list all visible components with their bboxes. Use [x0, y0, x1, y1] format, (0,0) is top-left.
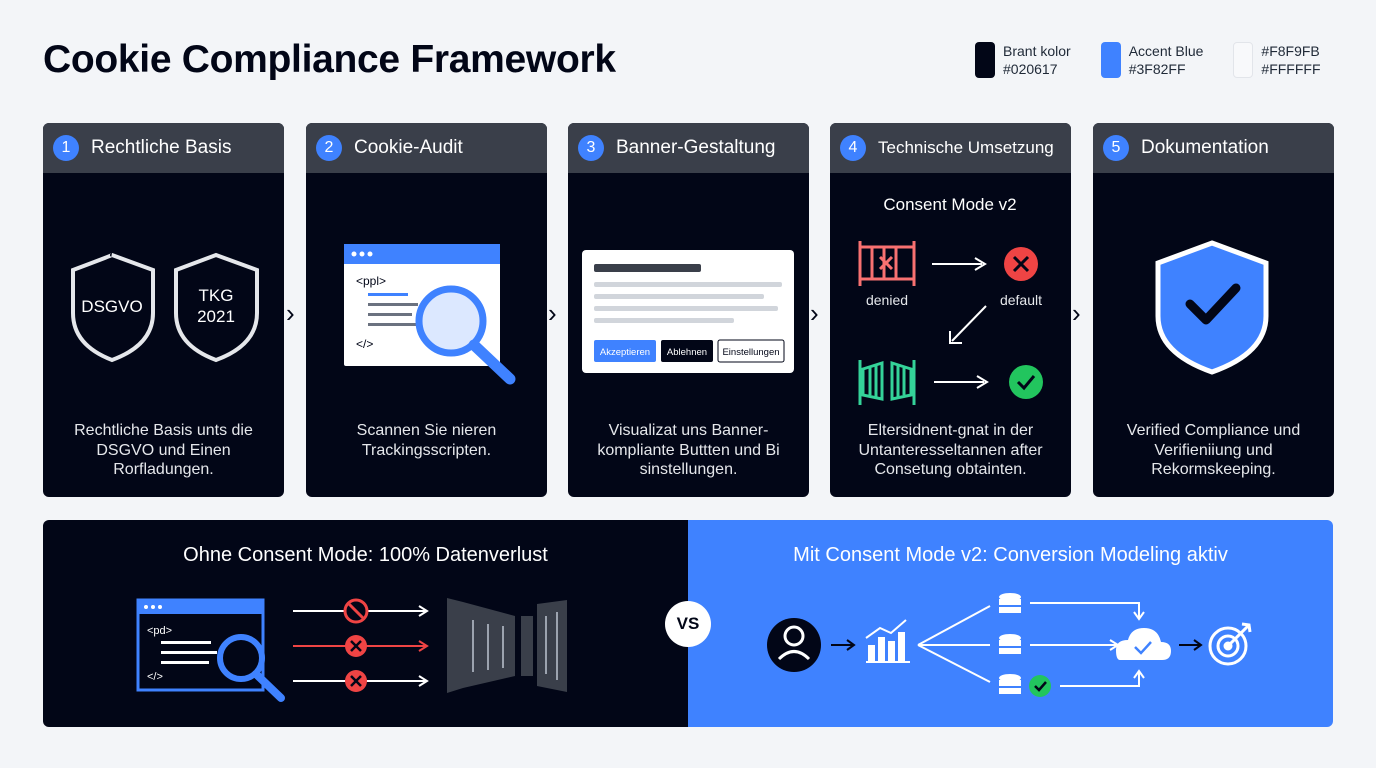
chart-icon	[865, 619, 910, 663]
reject-button-label: Ablehnen	[667, 347, 707, 358]
tkg-label: TKG	[199, 286, 234, 305]
user-icon	[767, 618, 821, 672]
step-number: 4	[840, 135, 866, 161]
dsgvo-label: DSGVO	[81, 297, 142, 316]
reject-button	[661, 340, 713, 362]
step-number: 1	[53, 135, 79, 161]
swatch-brand-chip	[975, 42, 995, 78]
comparison-panel: Ohne Consent Mode: 100% Datenverlust <pd…	[43, 520, 1333, 727]
step-title: Technische Umsetzung	[878, 138, 1054, 157]
step-header: 5 Dokumentation	[1093, 123, 1334, 173]
step-card-audit: 2 Cookie-Audit <ppl> </> Scannen Sie nie…	[306, 123, 547, 497]
chevron-right-icon: ›	[548, 298, 557, 328]
shields-illustration: DSGVO TKG 2021	[71, 252, 259, 363]
swatch-brand-name: Brant kolor	[1003, 43, 1071, 59]
step-description: Verified Compliance und Verifieniiung un…	[1126, 422, 1301, 478]
swatch-brand-hex: #020617	[1003, 61, 1058, 77]
chevron-right-icon: ›	[1072, 298, 1081, 328]
code-open-tag: <pd>	[147, 625, 172, 637]
step-header: 2 Cookie-Audit	[306, 123, 547, 173]
code-close-tag: </>	[356, 337, 373, 351]
swatch-accent: Accent Blue #3F82FF	[1100, 42, 1204, 78]
step-header: 1 Rechtliche Basis	[43, 123, 284, 173]
without-consent-title: Ohne Consent Mode: 100% Datenverlust	[183, 544, 548, 566]
code-close-tag: </>	[147, 671, 163, 683]
check-shield-icon	[1155, 240, 1269, 375]
swatch-brand: Brant kolor #020617	[975, 42, 1071, 78]
chevron-right-icon: ›	[810, 298, 819, 328]
swatch-light-chip	[1233, 42, 1254, 78]
color-legend: Brant kolor #020617 Accent Blue #3F82FF …	[975, 42, 1351, 78]
cloud-icon	[1116, 628, 1171, 660]
with-consent-title: Mit Consent Mode v2: Conversion Modeling…	[793, 544, 1228, 566]
step-card-documentation: 5 Dokumentation Verified Compliance und …	[1093, 123, 1334, 497]
step-description: Visualizat uns Banner-kompliante Buttten…	[597, 422, 780, 478]
magnifier-icon	[415, 285, 516, 385]
step-card-banner: 3 Banner-Gestaltung Akzeptieren Ablehnen…	[568, 123, 809, 497]
with-consent-panel: Mit Consent Mode v2: Conversion Modeling…	[688, 520, 1333, 727]
audit-illustration: <ppl> </>	[344, 244, 516, 385]
accept-button	[594, 340, 656, 362]
code-open-tag: <ppl>	[356, 274, 386, 288]
accept-button-label: Akzeptieren	[600, 347, 650, 358]
vs-badge: VS	[665, 601, 711, 647]
gate-closed-icon	[447, 598, 567, 693]
step-card-technical: 4 Technische Umsetzung Consent Mode v2 d…	[830, 123, 1071, 497]
chevron-right-icon: ›	[286, 298, 295, 328]
consent-mode-illustration: Consent Mode v2 denied default	[858, 195, 1043, 405]
tkg-year-label: 2021	[197, 307, 235, 326]
gate-open-icon	[858, 360, 916, 405]
swatch-light-name: #F8F9FB	[1261, 43, 1320, 59]
swatch-light: #F8F9FB #FFFFFF	[1233, 42, 1321, 78]
check-icon	[1029, 675, 1051, 697]
step-card-legal: 1 Rechtliche Basis DSGVO TKG 2021 Rechtl…	[43, 123, 284, 497]
step-description: Scannen Sie nieren Trackingsscripten.	[356, 422, 497, 459]
step-header: 4 Technische Umsetzung	[830, 123, 1071, 173]
magnifier-icon	[217, 634, 285, 702]
default-label: default	[1000, 292, 1042, 308]
banner-illustration: Akzeptieren Ablehnen Einstellungen	[582, 250, 794, 373]
step-number: 3	[578, 135, 604, 161]
step-title: Banner-Gestaltung	[616, 137, 776, 158]
denied-label: denied	[866, 292, 908, 308]
swatch-accent-name: Accent Blue	[1128, 43, 1204, 59]
granted-status-icon	[1009, 365, 1043, 399]
target-icon	[1208, 622, 1252, 666]
data-loss-illustration: <pd> </>	[136, 598, 567, 702]
step-number: 2	[316, 135, 342, 161]
step-title: Cookie-Audit	[354, 137, 463, 158]
step-title: Rechtliche Basis	[91, 137, 232, 158]
database-icon	[999, 593, 1021, 694]
gate-closed-icon	[858, 241, 916, 286]
settings-button-label: Einstellungen	[722, 347, 779, 358]
conversion-modeling-illustration	[767, 593, 1252, 697]
swatch-accent-chip	[1100, 42, 1121, 78]
settings-button	[717, 339, 785, 363]
without-consent-panel: Ohne Consent Mode: 100% Datenverlust <pd…	[43, 520, 688, 727]
swatch-light-hex: #FFFFFF	[1261, 61, 1321, 77]
step-description: Eltersidnent-gnat in der Untanteresselta…	[858, 422, 1043, 478]
step-number: 5	[1103, 135, 1129, 161]
step-title: Dokumentation	[1141, 137, 1269, 158]
page-title: Cookie Compliance Framework	[43, 38, 616, 81]
tkg-shield-icon	[174, 252, 259, 363]
swatch-accent-hex: #3F82FF	[1128, 61, 1186, 77]
consent-mode-title: Consent Mode v2	[883, 195, 1016, 214]
step-description: Rechtliche Basis unts die DSGVO und Eine…	[74, 422, 253, 478]
step-header: 3 Banner-Gestaltung	[568, 123, 809, 173]
